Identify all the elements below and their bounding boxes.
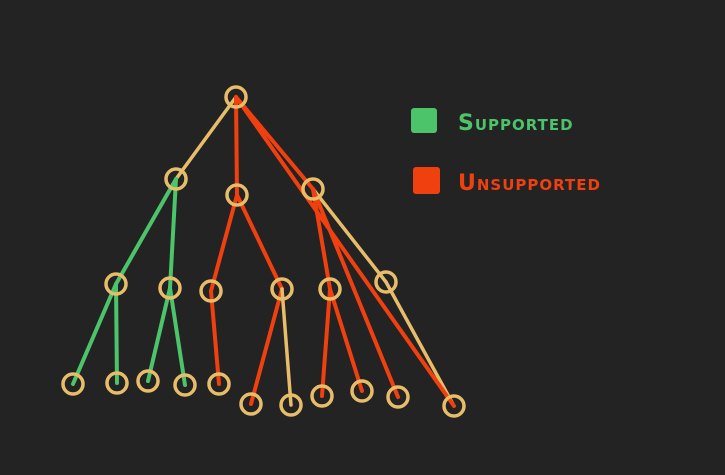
legend-item-unsupported: Unsupported (413, 167, 601, 196)
node-l11 (442, 394, 466, 418)
node-a (164, 167, 188, 191)
edge-a1-l1 (71, 282, 118, 386)
edge-c1-l8 (320, 287, 332, 398)
node-l10 (386, 385, 410, 409)
edge-a1-l2 (114, 282, 119, 385)
edge-b1-l5 (209, 289, 221, 386)
legend-label-supported: Supported (458, 111, 574, 136)
edge-root-l11 (234, 95, 456, 408)
legend-label-unsupported: Unsupported (458, 171, 601, 196)
edge-c-c1 (311, 187, 332, 291)
node-l9 (350, 379, 374, 403)
node-l6 (239, 392, 263, 416)
legend-swatch-supported (411, 108, 437, 133)
edge-a2-l3 (146, 286, 172, 383)
legend: Supported Unsupported (411, 108, 601, 196)
legend-item-supported: Supported (411, 108, 574, 136)
edges-layer (71, 95, 456, 408)
node-c (301, 177, 325, 201)
node-l2 (105, 371, 129, 395)
edge-b2-l6 (249, 287, 284, 406)
edge-b-b2 (235, 193, 284, 291)
node-b2 (270, 277, 294, 301)
legend-swatch-unsupported (413, 167, 440, 194)
node-a1 (104, 272, 128, 296)
node-l1 (61, 372, 85, 396)
node-b (225, 183, 249, 207)
edge-a-a2 (168, 177, 178, 290)
node-l3 (136, 369, 160, 393)
edge-a-a1 (114, 177, 178, 286)
edge-a2-l4 (168, 286, 187, 387)
node-root (224, 85, 248, 109)
node-l4 (173, 373, 197, 397)
edge-root-b (234, 95, 239, 197)
node-l7 (279, 393, 303, 417)
edge-b2-l7 (280, 287, 293, 407)
edge-b-b1 (209, 193, 239, 293)
node-l8 (310, 384, 334, 408)
node-a2 (158, 276, 182, 300)
node-c2 (374, 270, 398, 294)
edge-c-c2 (311, 187, 388, 284)
edge-c1-l9 (328, 287, 364, 393)
node-l5 (207, 372, 231, 396)
nodes-layer (61, 85, 466, 418)
edge-c2-l11 (384, 280, 456, 408)
node-c1 (318, 277, 342, 301)
node-b1 (199, 279, 223, 303)
edge-root-a (174, 95, 238, 181)
